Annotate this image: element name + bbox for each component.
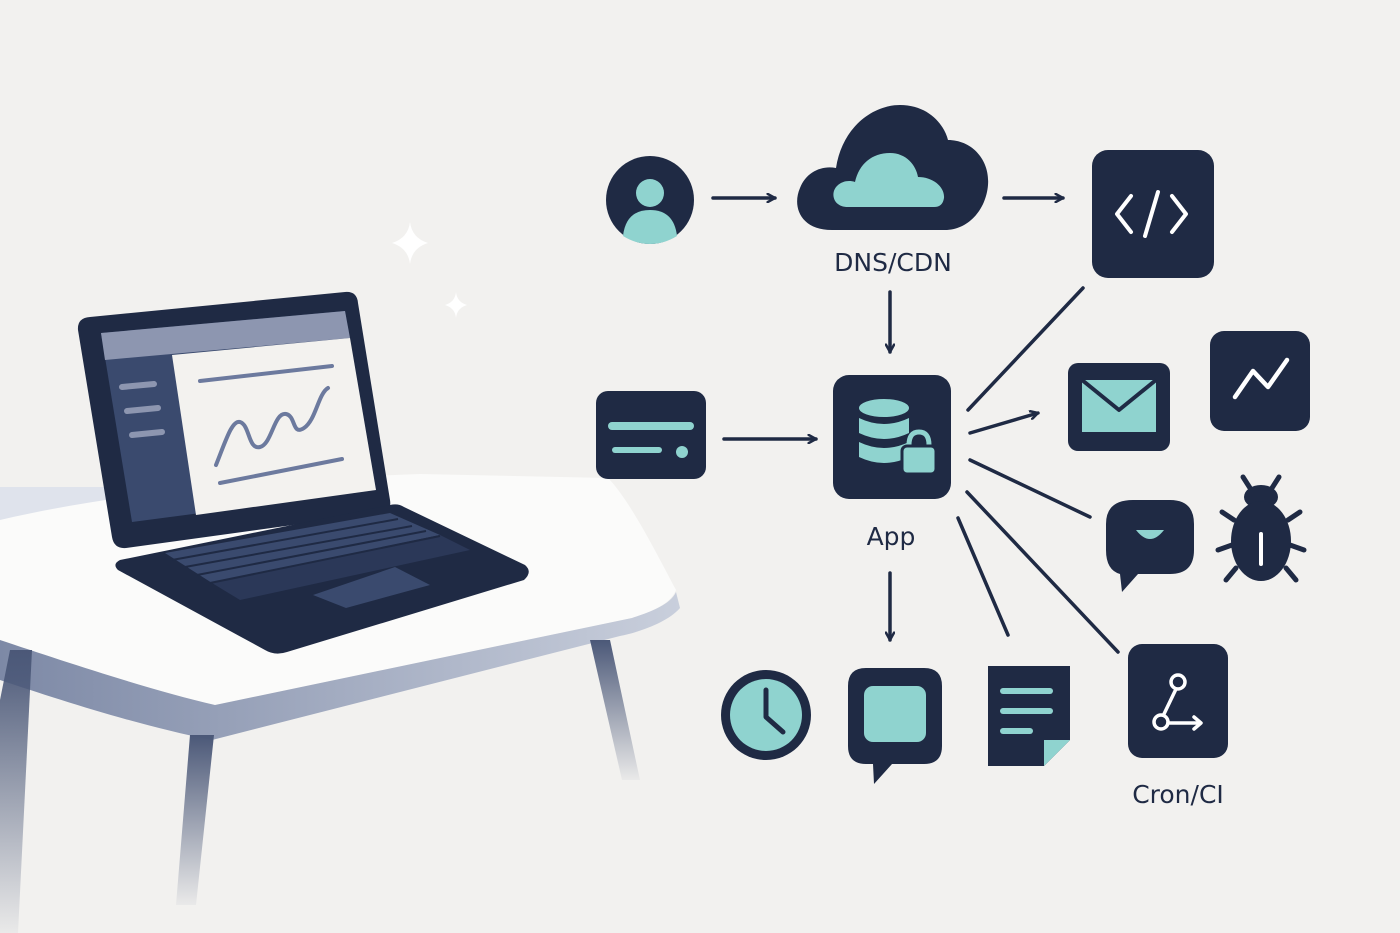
line-app-to-doc xyxy=(956,516,1010,637)
bug-icon xyxy=(1215,474,1307,583)
app-label: App xyxy=(867,522,916,551)
cron-ci-label: Cron/CI xyxy=(1132,780,1224,809)
clock-icon xyxy=(721,670,811,760)
chat-bubble-icon xyxy=(1106,500,1194,592)
line-app-to-chat xyxy=(968,458,1092,519)
credit-card-icon xyxy=(596,391,706,479)
message-icon xyxy=(848,668,942,784)
cdn-label: DNS/CDN xyxy=(834,248,952,277)
sparkle-icon xyxy=(392,222,467,318)
laptop-illustration xyxy=(77,291,529,654)
mail-icon xyxy=(1068,363,1170,451)
user-icon xyxy=(606,156,694,244)
cloud-icon xyxy=(797,105,989,230)
line-chart-icon xyxy=(1210,331,1310,431)
git-branch-icon xyxy=(1128,644,1228,758)
screen-chart-icon xyxy=(198,364,344,485)
line-app-to-git xyxy=(965,490,1120,654)
code-icon xyxy=(1092,150,1214,278)
line-app-to-code xyxy=(966,286,1085,412)
connectors xyxy=(711,198,1120,654)
document-icon xyxy=(988,666,1070,766)
arrow-app-to-mail xyxy=(968,413,1040,435)
database-lock-icon xyxy=(833,375,951,499)
